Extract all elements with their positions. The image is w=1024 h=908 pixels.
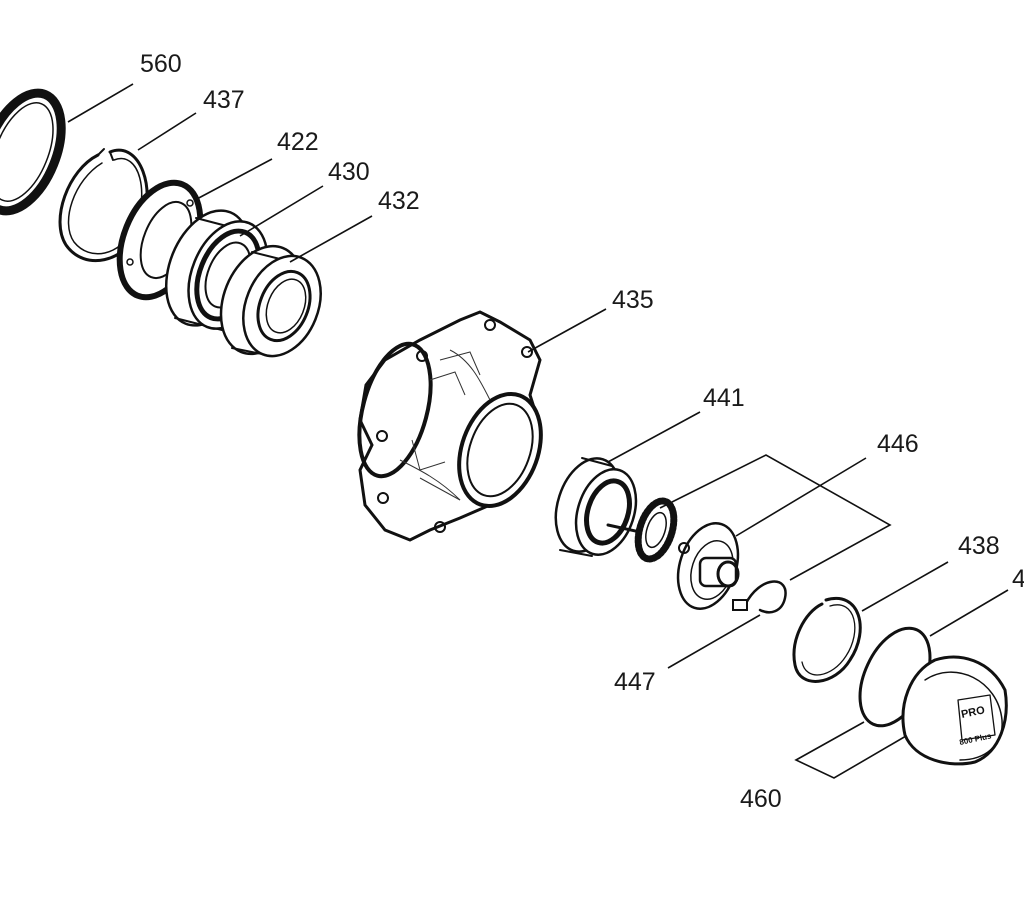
leader-430 [239,185,324,237]
label-560: 560 [140,50,182,78]
label-422: 422 [277,128,319,156]
leader-446-bracket [659,454,892,581]
leader-edge [929,589,1009,637]
part-hub-cap: PRO 800 Plus [901,655,1008,766]
label-430: 430 [328,158,370,186]
part-441-bearing-seal [554,457,642,557]
part-437-snap-ring [58,148,149,262]
leader-447 [667,614,761,669]
part-438-snap-ring [792,596,862,683]
part-435-hub-housing [357,310,543,542]
part-560-seal-ring [0,88,66,216]
label-460: 460 [740,785,782,813]
leader-441 [607,411,701,463]
leader-422 [194,158,273,201]
label-447: 447 [614,668,656,696]
label-438: 438 [958,532,1000,560]
leader-560 [67,83,134,123]
leader-446 [735,457,867,537]
leader-435 [527,308,607,353]
leader-437 [137,112,197,151]
label-435: 435 [612,286,654,314]
leader-438 [861,561,949,612]
leader-lines [67,83,1009,779]
label-edge-cut: 4 [1012,567,1024,592]
leader-432 [289,215,373,263]
label-441: 441 [703,384,745,412]
part-432-bearing-cup [219,244,322,358]
cap-logo-text: PRO [960,704,986,721]
label-432: 432 [378,187,420,215]
leader-460 [794,721,907,779]
part-447-clip [732,580,787,614]
label-446: 446 [877,430,919,458]
part-gear-ring [634,497,678,563]
label-437: 437 [203,86,245,114]
part-446-locking-assembly [676,522,740,610]
